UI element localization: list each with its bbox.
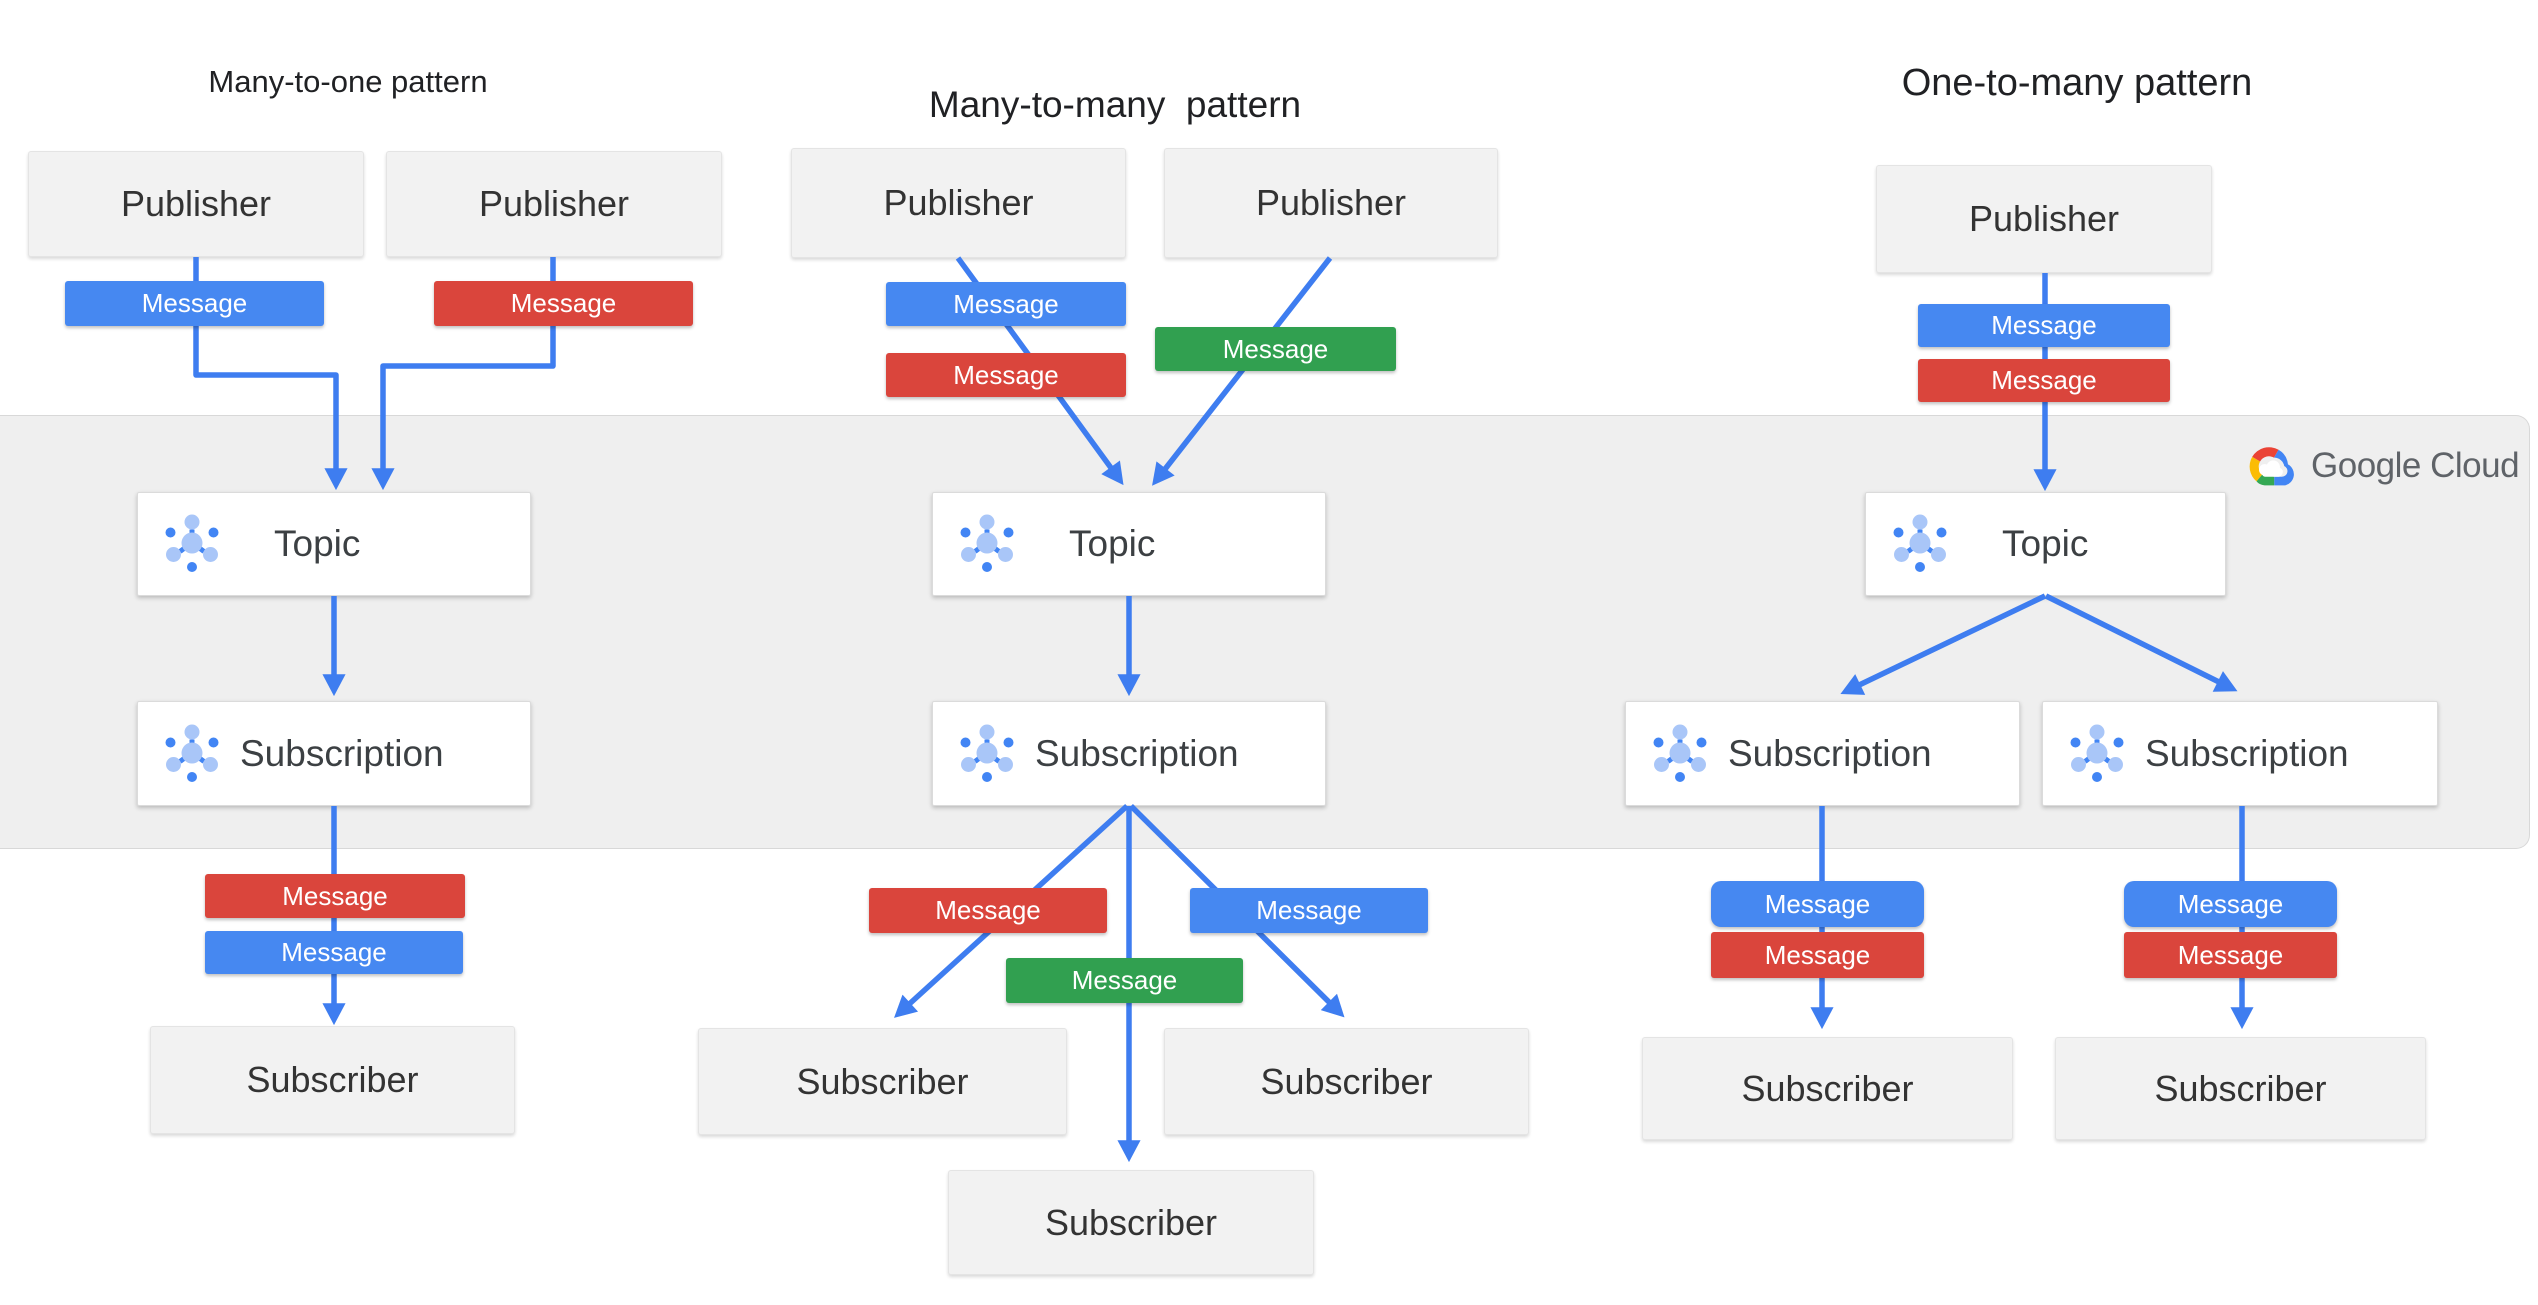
publisher-label: Publisher <box>120 183 272 224</box>
pubsub-hub-icon <box>1892 513 1948 575</box>
message-badge-blue: Message <box>886 282 1126 326</box>
pubsub-hub-icon <box>959 513 1015 575</box>
topic-label: Topic <box>1069 523 1156 564</box>
google-cloud-logo: Google Cloud <box>2243 444 2520 488</box>
message-label: Message <box>1222 333 1329 364</box>
message-badge-blue: Message <box>65 281 324 326</box>
message-label: Message <box>1991 365 2097 395</box>
message-badge-red: Message <box>434 281 693 326</box>
message-label: Message <box>282 880 388 911</box>
message-badge-blue: Message <box>1711 881 1924 927</box>
subscription-label: Subscription <box>2145 732 2349 774</box>
publisher-node: Publisher <box>1164 148 1498 258</box>
topic-label: Topic <box>2002 523 2089 564</box>
message-badge-green: Message <box>1006 958 1243 1003</box>
message-label: Message <box>1256 895 1362 925</box>
topic-label: Topic <box>274 523 361 564</box>
publisher-node: Publisher <box>386 151 722 257</box>
message-label: Message <box>1991 310 2097 340</box>
publisher-node: Publisher <box>28 151 364 257</box>
google-cloud-logo-icon <box>2249 447 2294 486</box>
subscriber-label: Subscriber <box>2154 1067 2327 1109</box>
message-badge-blue: Message <box>2124 881 2337 927</box>
pubsub-hub-icon <box>164 513 220 575</box>
message-badge-red: Message <box>2124 932 2337 978</box>
subscriber-label: Subscriber <box>1741 1067 1914 1109</box>
message-label: Message <box>935 895 1041 925</box>
subscriber-label: Subscriber <box>246 1059 419 1100</box>
pubsub-hub-icon <box>2069 723 2125 785</box>
message-label: Message <box>953 288 1059 319</box>
subscription-node: Subscription <box>932 701 1326 806</box>
topic-node: Topic <box>1865 492 2226 596</box>
publisher-label: Publisher <box>1968 198 2120 239</box>
message-badge-red: Message <box>1711 932 1924 978</box>
message-badge-red: Message <box>886 353 1126 397</box>
message-label: Message <box>510 288 617 318</box>
subscription-node: Subscription <box>1625 701 2020 806</box>
message-badge-blue: Message <box>1918 304 2170 347</box>
message-label: Message <box>141 288 248 318</box>
message-badge-red: Message <box>869 888 1107 933</box>
subscriber-node: Subscriber <box>1642 1037 2013 1140</box>
publisher-node: Publisher <box>791 148 1126 258</box>
pattern-title-one-to-many: One-to-many pattern <box>1901 62 2253 104</box>
message-badge-red: Message <box>205 874 465 918</box>
subscription-label: Subscription <box>240 732 444 774</box>
message-label: Message <box>953 359 1059 390</box>
subscriber-node: Subscriber <box>948 1170 1314 1275</box>
subscriber-label: Subscriber <box>1260 1060 1433 1102</box>
subscriber-node: Subscriber <box>150 1026 515 1134</box>
publisher-label: Publisher <box>1255 182 1407 223</box>
subscription-node: Subscription <box>137 701 531 806</box>
message-label: Message <box>281 937 387 967</box>
message-badge-blue: Message <box>205 931 463 974</box>
subscriber-node: Subscriber <box>1164 1028 1529 1135</box>
message-label: Message <box>1764 888 1871 919</box>
pubsub-hub-icon <box>1652 723 1708 785</box>
message-badge-red: Message <box>1918 359 2170 402</box>
message-label: Message <box>1764 939 1871 970</box>
subscriber-label: Subscriber <box>1044 1201 1218 1243</box>
pattern-title-many-to-many: Many-to-many pattern <box>928 84 1302 125</box>
message-label: Message <box>2177 939 2284 970</box>
topic-node: Topic <box>137 492 531 596</box>
subscriber-node: Subscriber <box>698 1028 1067 1135</box>
subscription-label: Subscription <box>1728 732 1932 774</box>
publisher-label: Publisher <box>478 183 630 224</box>
subscription-node: Subscription <box>2042 701 2438 806</box>
publisher-node: Publisher <box>1876 165 2212 273</box>
pattern-title-many-to-one: Many-to-one pattern <box>208 64 488 99</box>
subscription-label: Subscription <box>1035 732 1239 774</box>
publisher-label: Publisher <box>883 182 1034 223</box>
topic-node: Topic <box>932 492 1326 596</box>
message-badge-blue: Message <box>1190 888 1428 933</box>
message-label: Message <box>1071 965 1178 995</box>
subscriber-node: Subscriber <box>2055 1037 2426 1140</box>
message-badge-green: Message <box>1155 327 1396 371</box>
subscriber-label: Subscriber <box>796 1060 969 1102</box>
google-cloud-wordmark: Google Cloud <box>2311 446 2520 485</box>
pubsub-hub-icon <box>959 723 1015 785</box>
message-label: Message <box>2177 888 2284 919</box>
pubsub-hub-icon <box>164 723 220 785</box>
